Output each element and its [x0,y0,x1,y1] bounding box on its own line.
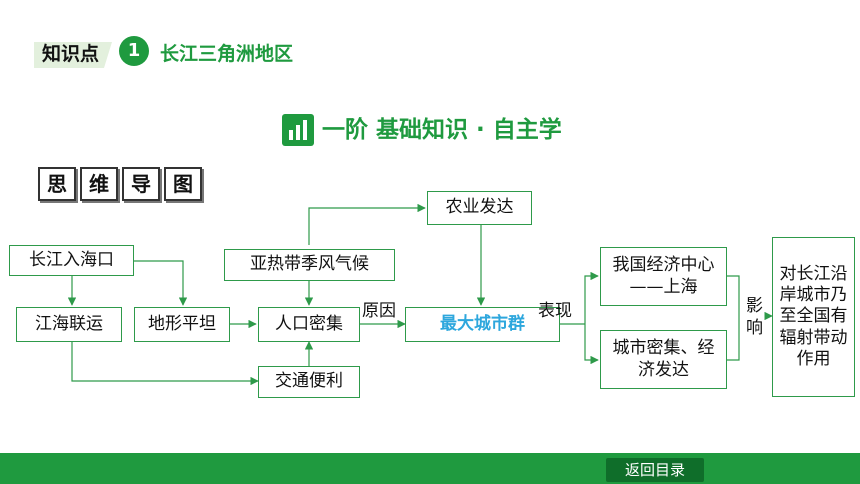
node-influence-result: 对长江沿岸城市乃至全国有辐射带动作用 [772,237,855,397]
node-largest-city-group: 最大城市群 [405,307,560,342]
stage-title: 一阶 基础知识 · 自主学 [322,117,562,143]
knowledge-point-header: 知识点 1 长江三角洲地区 [34,34,354,72]
edge-to-center [584,271,599,324]
node-jianghai-transport: 江海联运 [16,307,122,342]
knowledge-point-label: 知识点 [42,43,100,65]
mind-map-title-char: 图 [164,167,202,201]
node-changjiang-mouth: 长江入海口 [9,245,134,276]
edge-mouth-to-terrain [134,260,188,306]
node-dense-population: 人口密集 [258,307,360,342]
edge-to-dense [584,324,599,365]
node-convenient-transport: 交通便利 [258,366,360,398]
mind-map-title-char: 思 [38,167,76,201]
mind-map-title: 思 维 导 图 [38,167,202,201]
edge-influence-bracket [727,275,740,361]
node-economic-center: 我国经济中心——上海 [600,247,727,306]
edge-climate-to-agriculture [308,203,426,245]
edge-jianghai-to-transport [71,342,259,386]
label-influence: 影响 [746,296,763,338]
node-climate: 亚热带季风气候 [224,249,395,281]
node-dense-cities: 城市密集、经济发达 [600,330,727,389]
knowledge-point-title: 长江三角洲地区 [160,43,294,65]
mind-map-title-char: 维 [80,167,118,201]
back-to-contents-button[interactable]: 返回目录 [606,458,704,482]
footer-bar [0,458,860,484]
knowledge-point-number: 1 [119,36,149,66]
node-developed-agriculture: 农业发达 [427,191,532,225]
header-banner [34,42,112,68]
label-manifestation: 表现 [538,301,572,321]
footer-divider [0,453,860,458]
mind-map-title-char: 导 [122,167,160,201]
label-cause: 原因 [362,301,396,321]
bar-chart-icon [282,114,314,146]
node-flat-terrain: 地形平坦 [134,307,230,342]
